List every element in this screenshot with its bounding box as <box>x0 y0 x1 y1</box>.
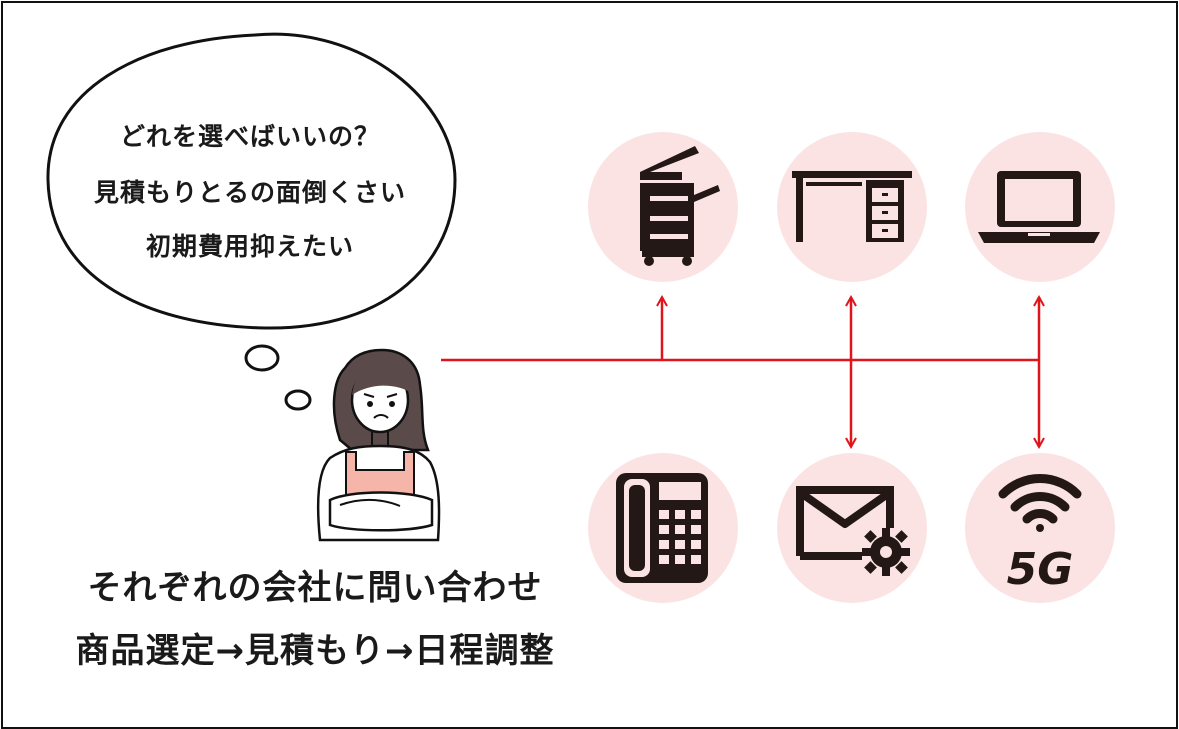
wifi-5g-icon: 5G <box>998 474 1082 595</box>
thought-line-1: どれを選べばいいの？ <box>119 122 380 151</box>
5g-label: 5G <box>1007 544 1074 595</box>
caption-line-1: それぞれの会社に問い合わせ <box>87 568 543 608</box>
thought-line-2: 見積もりとるの面倒くさい <box>93 178 406 207</box>
copier-icon <box>640 146 720 266</box>
connector-lines <box>441 297 1040 447</box>
worried-woman-illustration <box>316 348 441 542</box>
thought-line-3: 初期費用抑えたい <box>145 232 354 261</box>
thought-dot-large <box>244 344 280 372</box>
laptop-icon <box>978 171 1100 243</box>
office-desk-icon <box>792 171 912 242</box>
icon-circle-desk <box>777 132 927 282</box>
office-phone-icon <box>616 473 708 583</box>
thought-dot-small <box>284 389 312 411</box>
caption-line-2: 商品選定→見積もり→日程調整 <box>75 631 555 671</box>
thought-bubble <box>46 32 457 330</box>
